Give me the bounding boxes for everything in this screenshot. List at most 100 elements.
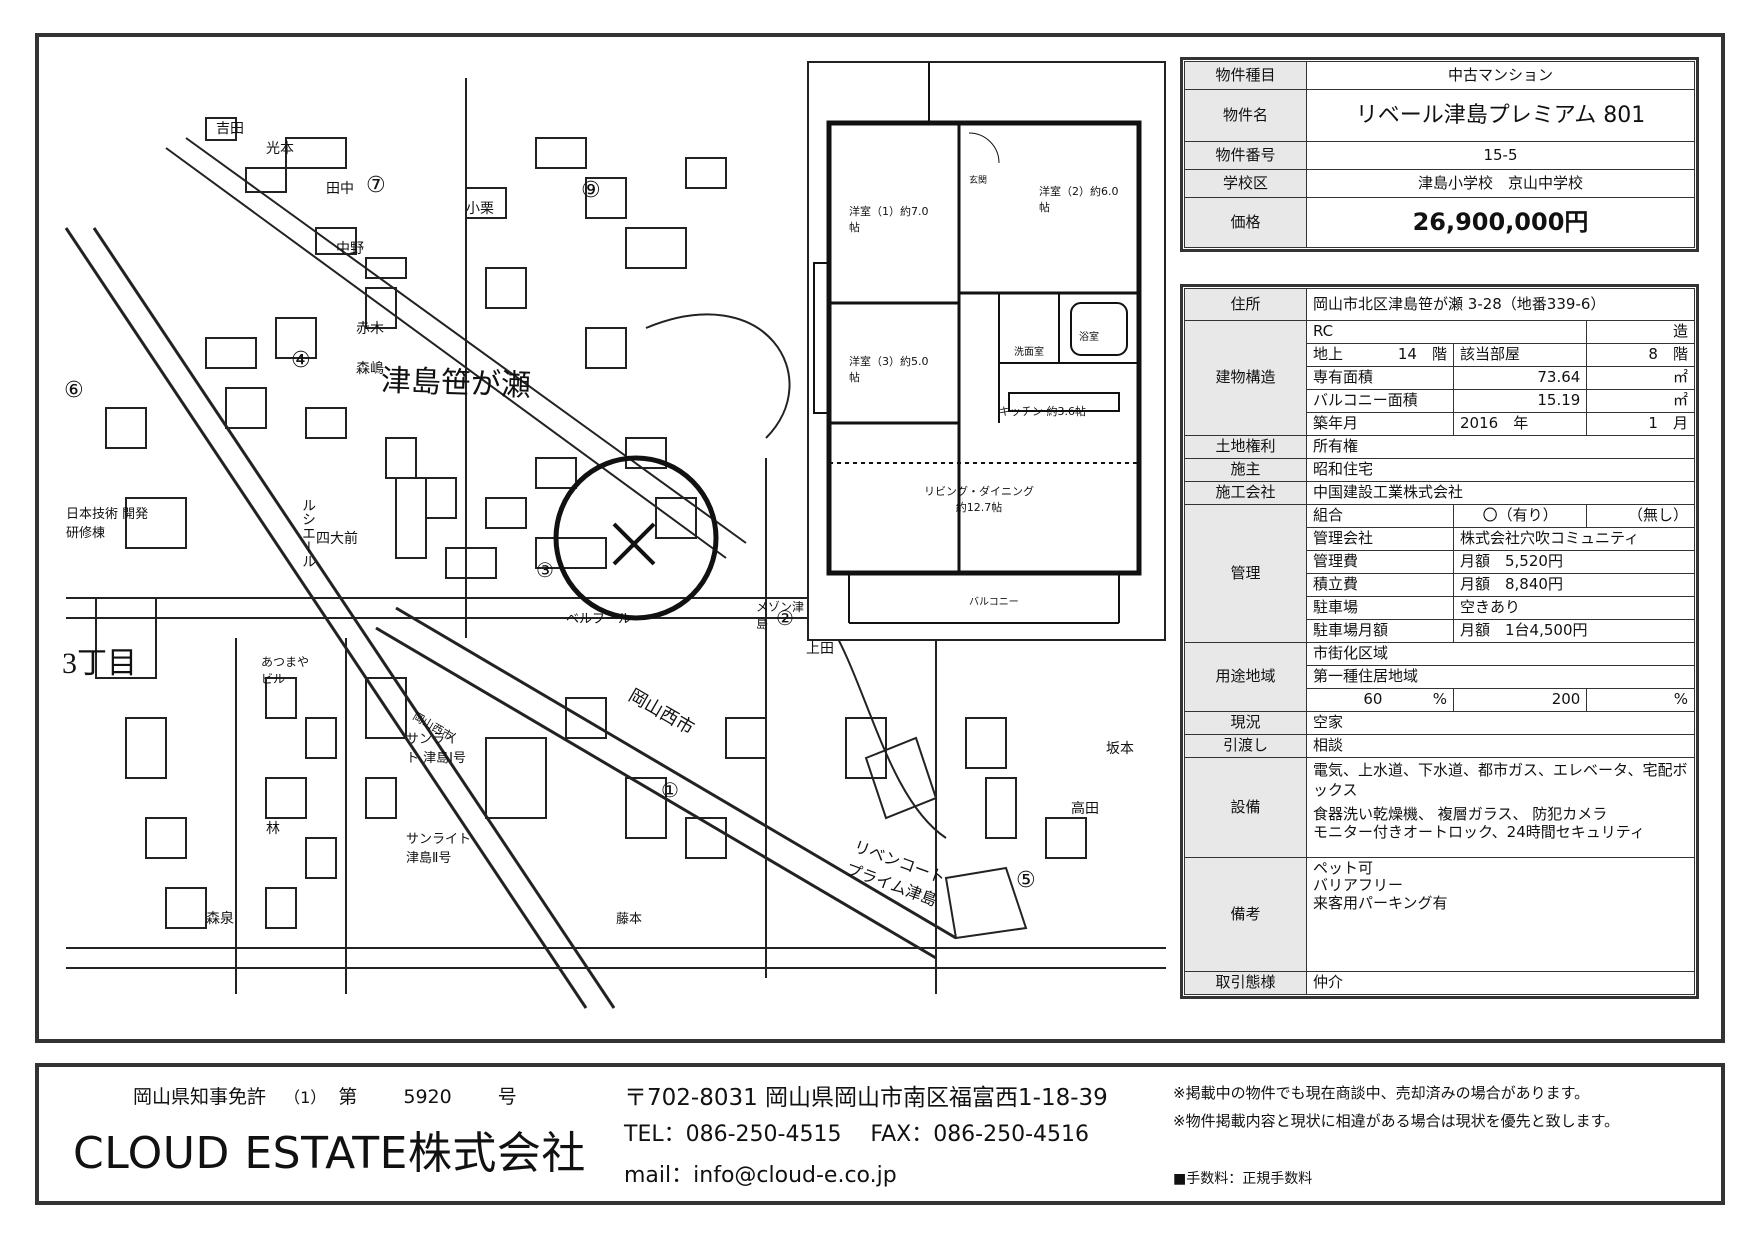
builder-label: 施工会社 <box>1184 481 1307 505</box>
facilities-line-3: モニター付きオートロック、24時間セキュリティ <box>1313 822 1645 841</box>
room-label: 洋室（2）約6.0帖 <box>1039 185 1119 214</box>
type-value: 中古マンション <box>1306 61 1695 90</box>
parking-value: 空きあり <box>1453 596 1695 620</box>
property-summary-table: 物件種目 中古マンション 物件名 リベール津島プレミアム 801 物件番号 15… <box>1180 57 1699 252</box>
builder-value: 中国建設工業株式会社 <box>1306 481 1695 505</box>
area-value: 73.64 <box>1452 366 1588 390</box>
license-dai: 第 <box>338 1086 358 1108</box>
zoning-value-1: 市街化区域 <box>1306 642 1695 666</box>
deal-label: 取引態様 <box>1184 971 1307 995</box>
far: 200 <box>1452 688 1588 712</box>
main-frame <box>35 33 1725 1043</box>
zoning-value-2: 第一種住居地域 <box>1306 665 1695 689</box>
built-label: 築年月 <box>1306 412 1454 436</box>
map-label: 吉田 <box>216 121 244 137</box>
land-value: 所有権 <box>1306 435 1695 459</box>
reserve-label: 積立費 <box>1306 573 1454 597</box>
map-label: 上田 <box>806 641 834 657</box>
structure-suffix: 造 <box>1586 320 1695 344</box>
room-floor-label: 該当部屋 <box>1452 343 1588 367</box>
reserve-value: 月額 8,840円 <box>1453 573 1695 597</box>
facilities-line-2: 食器洗い乾燥機、 複層ガラス、 防犯カメラ <box>1313 804 1608 823</box>
map-marker: ① <box>661 778 679 802</box>
address-value: 岡山市北区津島笹が瀬 3-28（地番339-6） <box>1306 288 1695 321</box>
fee-note: ■手数料：正規手数料 <box>1173 1171 1313 1187</box>
remarks-label: 備考 <box>1184 857 1307 972</box>
property-detail-table: 住所 岡山市北区津島笹が瀬 3-28（地番339-6） 建物構造 RC 造 地上… <box>1180 284 1699 999</box>
room-floor-row: 8 階 <box>1586 343 1695 367</box>
map-marker: ⑥ <box>64 378 84 403</box>
remarks-line-2: バリアフリー <box>1313 876 1404 895</box>
map-area-name: 津島笹が瀬 <box>380 364 532 403</box>
map-marker: ④ <box>291 348 311 373</box>
remarks-line-3: 来客用パーキング有 <box>1313 893 1448 912</box>
deal-value: 仲介 <box>1306 971 1695 995</box>
name-value: リベール津島プレミアム 801 <box>1306 89 1695 142</box>
map-label: サンライト 津島Ⅱ号 <box>406 832 472 866</box>
facilities-label: 設備 <box>1184 757 1307 858</box>
map-marker: ⑤ <box>1016 868 1036 893</box>
land-label: 土地権利 <box>1184 435 1307 459</box>
owner-label: 施主 <box>1184 458 1307 482</box>
room-floor-unit: 階 <box>1672 345 1688 364</box>
map-marker: ⑦ <box>366 173 386 198</box>
balcony-unit: ㎡ <box>1586 389 1695 413</box>
mgmt-company-label: 管理会社 <box>1306 527 1454 551</box>
parking-fee-value: 月額 1台4,500円 <box>1453 619 1695 643</box>
parking-label: 駐車場 <box>1306 596 1454 620</box>
room-label: 洋室（3）約5.0帖 <box>849 355 929 384</box>
license-line: 岡山県知事免許 （1） 第 5920 号 <box>133 1082 517 1109</box>
floor-plan: 洋室（1）約7.0帖 洋室（2）約6.0帖 洋室（3）約5.0帖 キッチン 約3… <box>807 61 1166 641</box>
number-value: 15-5 <box>1306 141 1695 170</box>
room-label: 浴室 <box>1079 332 1099 343</box>
map-label: ベルフール <box>566 612 632 627</box>
license-pref: 岡山県知事免許 <box>133 1086 267 1108</box>
area-unit: ㎡ <box>1586 366 1695 390</box>
company-mail[interactable]: mail：info@cloud-e.co.jp <box>624 1163 897 1188</box>
union-yes: 〇（有り） <box>1452 504 1588 528</box>
coverage-unit: % <box>1432 690 1447 709</box>
structure-label: 建物構造 <box>1184 320 1307 436</box>
handover-value: 相談 <box>1306 734 1695 758</box>
license-no: 5920 <box>403 1086 452 1108</box>
school-value: 津島小学校 京山中学校 <box>1306 169 1695 198</box>
room-label: 洗面室 <box>1014 347 1044 358</box>
map-label: 森嶋 <box>356 361 384 377</box>
map-label: 坂本 <box>1106 741 1134 757</box>
disclaimer-1: ※掲載中の物件でも現在商談中、売却済みの場合があります。 <box>1173 1084 1590 1102</box>
map-marker: ③ <box>536 558 554 582</box>
far-unit: % <box>1586 688 1695 712</box>
map-label: 中野 <box>336 241 364 257</box>
map-label: ルシエール <box>300 498 316 568</box>
company-tel-fax: TEL：086-250-4515 FAX：086-250-4516 <box>624 1122 1090 1147</box>
remarks-line-1: ペット可 <box>1313 859 1374 877</box>
floors-unit: 階 <box>1431 345 1447 364</box>
parking-fee-label: 駐車場月額 <box>1306 619 1454 643</box>
built-year: 2016 <box>1460 414 1499 433</box>
year-unit: 年 <box>1513 414 1529 433</box>
map-marker: ② <box>776 606 794 630</box>
coverage: 60 <box>1363 690 1383 709</box>
handover-label: 引渡し <box>1184 734 1307 758</box>
floor-plan-svg <box>813 63 1142 624</box>
status-value: 空家 <box>1306 711 1695 735</box>
map-label: 林 <box>266 821 280 837</box>
number-label: 物件番号 <box>1184 141 1307 170</box>
coverage-row: 60% <box>1306 688 1454 712</box>
company-name: CLOUD ESTATE株式会社 <box>73 1128 586 1179</box>
school-label: 学校区 <box>1184 169 1307 198</box>
map-label: あつまや ビル <box>261 655 310 686</box>
company-address: 〒702-8031 岡山県岡山市南区福富西1-18-39 <box>624 1085 1108 1111</box>
map-label: 田中 <box>326 181 354 197</box>
status-label: 現況 <box>1184 711 1307 735</box>
map-area-name-2: 3丁目 <box>62 647 137 680</box>
area-label: 専有面積 <box>1306 366 1454 390</box>
built-month: 1 <box>1648 414 1658 433</box>
union-no: （無し） <box>1586 504 1695 528</box>
room-label: 洋室（1）約7.0帖 <box>849 205 929 234</box>
price-value: 26,900,000円 <box>1306 197 1695 248</box>
address-label: 住所 <box>1184 288 1307 321</box>
price-label: 価格 <box>1184 197 1307 248</box>
map-marker: ⑨ <box>581 178 601 203</box>
